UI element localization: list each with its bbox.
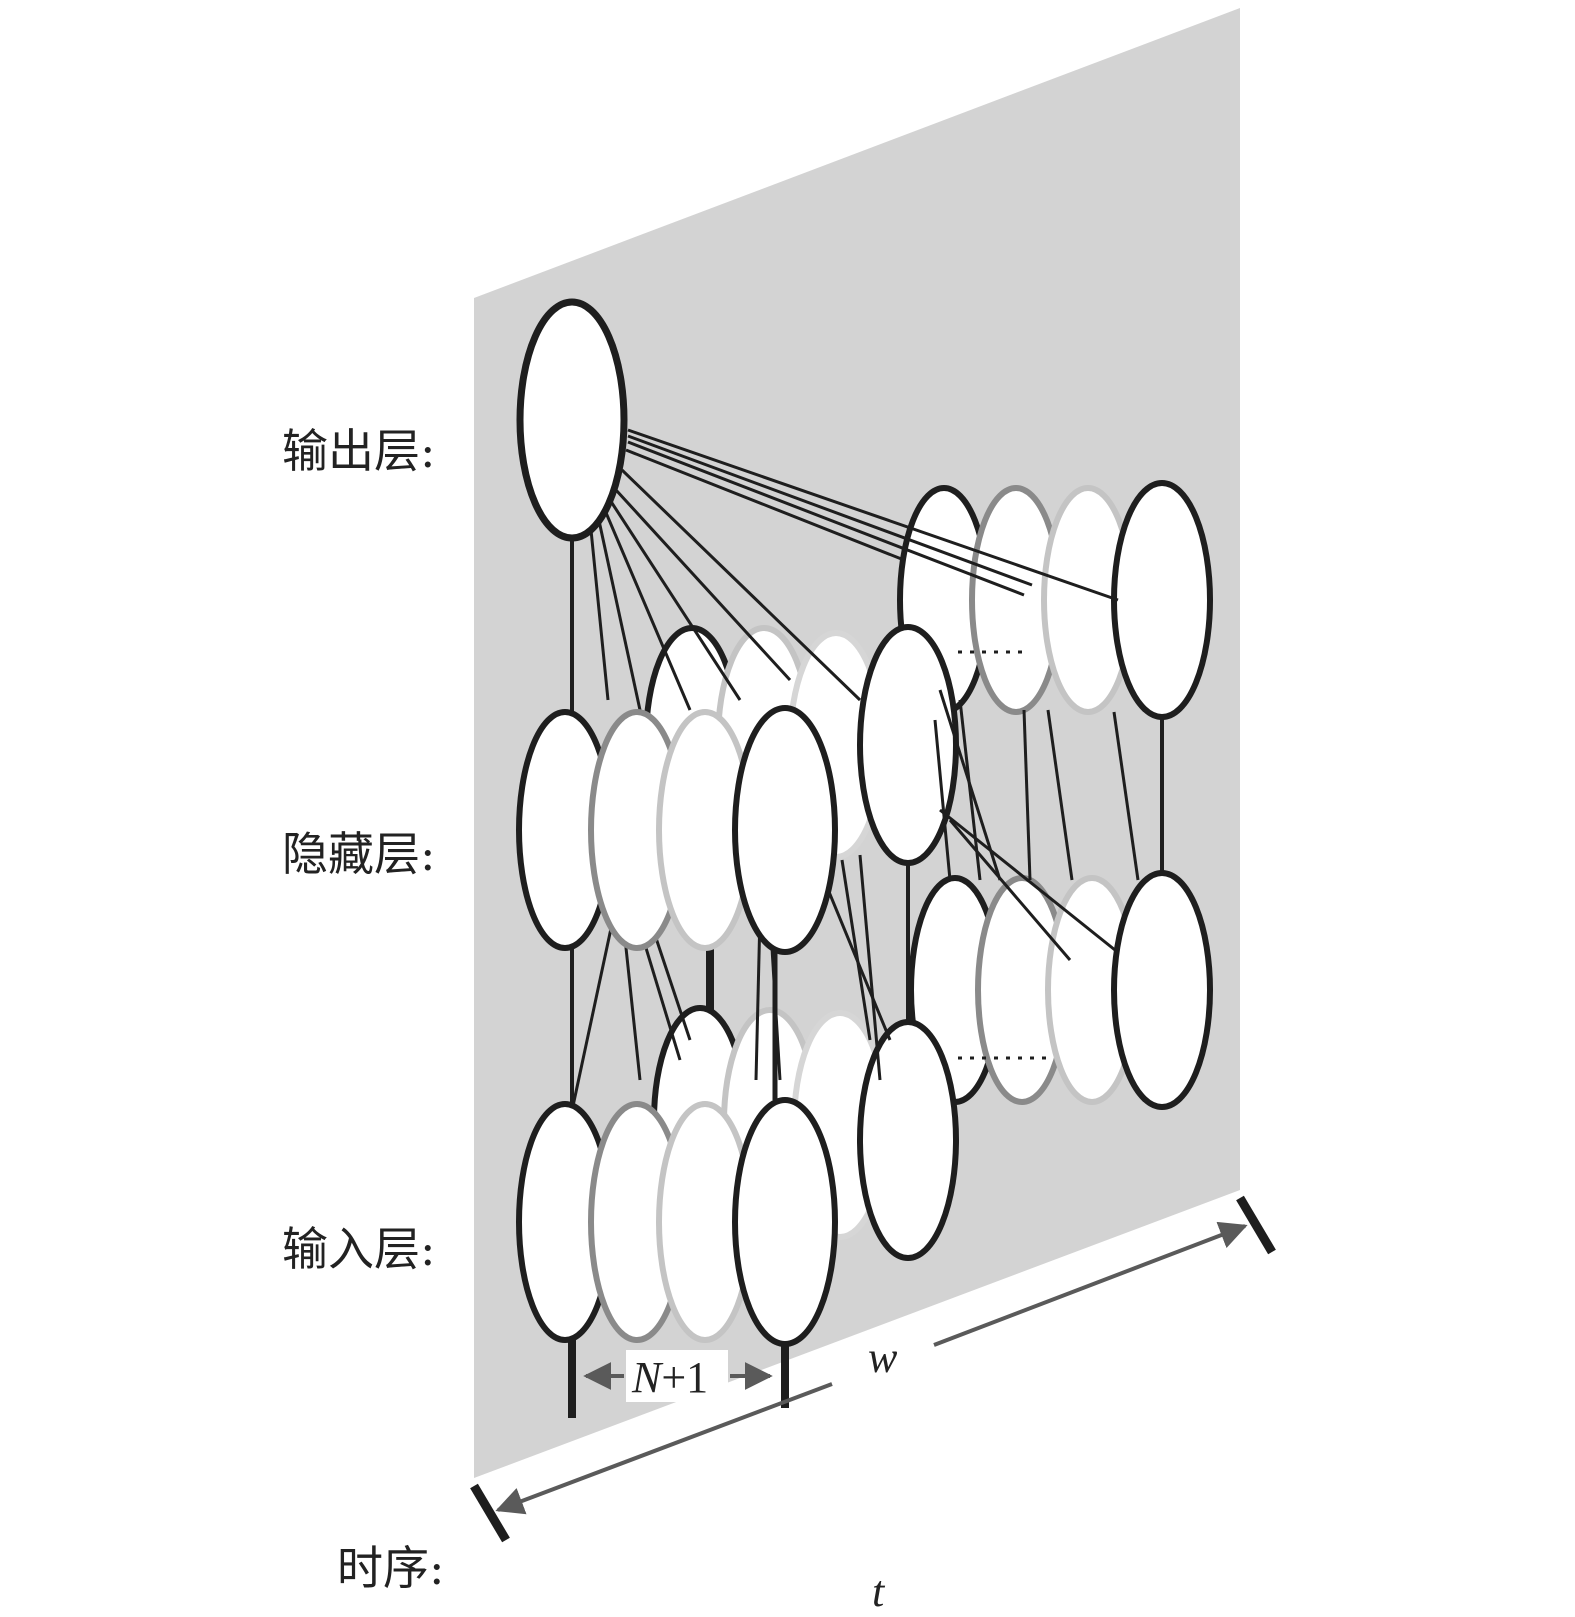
node	[732, 1097, 838, 1347]
diagonal-nodes	[857, 624, 959, 1261]
window-label: w	[868, 1333, 898, 1382]
window-end-tick	[1236, 1195, 1276, 1255]
time-sequence-label: 时序:	[337, 1541, 445, 1595]
input-layer-label: 输入层:	[282, 1222, 436, 1276]
node	[857, 624, 959, 866]
node	[1111, 870, 1213, 1110]
node	[1111, 480, 1213, 720]
n-plus-one-dimension: N+1	[583, 1350, 773, 1402]
window-end-tick	[470, 1483, 510, 1543]
output-node	[516, 298, 628, 542]
front-cluster	[516, 298, 838, 1418]
node	[732, 705, 838, 955]
hidden-layer-label: 隐藏层:	[282, 827, 436, 881]
n-plus-one-label: N+1	[631, 1353, 708, 1402]
time-axis-label: t	[872, 1567, 886, 1616]
output-layer-label: 输出层:	[282, 424, 436, 478]
node	[857, 1019, 959, 1261]
window-dimension: w	[470, 1195, 1276, 1543]
